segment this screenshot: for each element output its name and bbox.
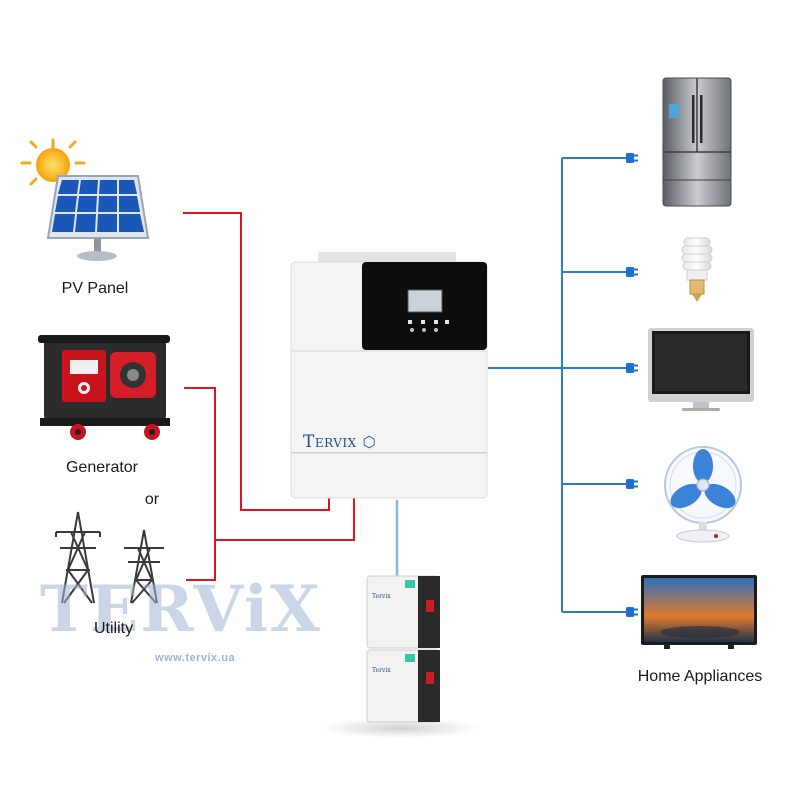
- inverter-icon: [290, 252, 488, 499]
- refrigerator-icon: [662, 77, 732, 207]
- watermark-logo: TERViX: [40, 572, 322, 647]
- pv-panel-label: PV Panel: [62, 280, 129, 297]
- battery-stack-icon: Tervix Tervix: [366, 575, 440, 723]
- power-tower-icon: [124, 529, 164, 604]
- plug-icon: [626, 153, 638, 163]
- utility-wire: [186, 540, 216, 581]
- sun-icon: [20, 138, 86, 186]
- brand-mark-icon: ⬡: [362, 433, 377, 451]
- utility-label: Utility: [94, 620, 134, 637]
- generator-label: Generator: [66, 459, 139, 476]
- monitor-icon: [648, 328, 754, 411]
- plug-icons: [626, 153, 638, 617]
- plug-icon: [626, 363, 638, 373]
- solar-panel-icon: [20, 138, 150, 261]
- inverter-brand-logo: Tervix ⬡: [303, 432, 376, 452]
- or-label: or: [145, 491, 160, 508]
- light-bulb-icon: [681, 237, 713, 302]
- fan-icon: [664, 446, 742, 543]
- pv-wire: [183, 212, 330, 511]
- power-tower-icon: [55, 511, 101, 604]
- plug-icon: [626, 479, 638, 489]
- television-icon: [641, 575, 757, 649]
- watermark-url: www.tervix.ua: [155, 652, 236, 664]
- generator-icon: [38, 335, 170, 440]
- svg-text:Tervix: Tervix: [372, 667, 391, 674]
- load-bus: [488, 157, 628, 613]
- plug-icon: [626, 267, 638, 277]
- svg-text:Tervix: Tervix: [372, 593, 391, 600]
- inverter-brand-text: Tervix: [303, 432, 357, 452]
- plug-icon: [626, 607, 638, 617]
- home-appliances-label: Home Appliances: [638, 668, 763, 685]
